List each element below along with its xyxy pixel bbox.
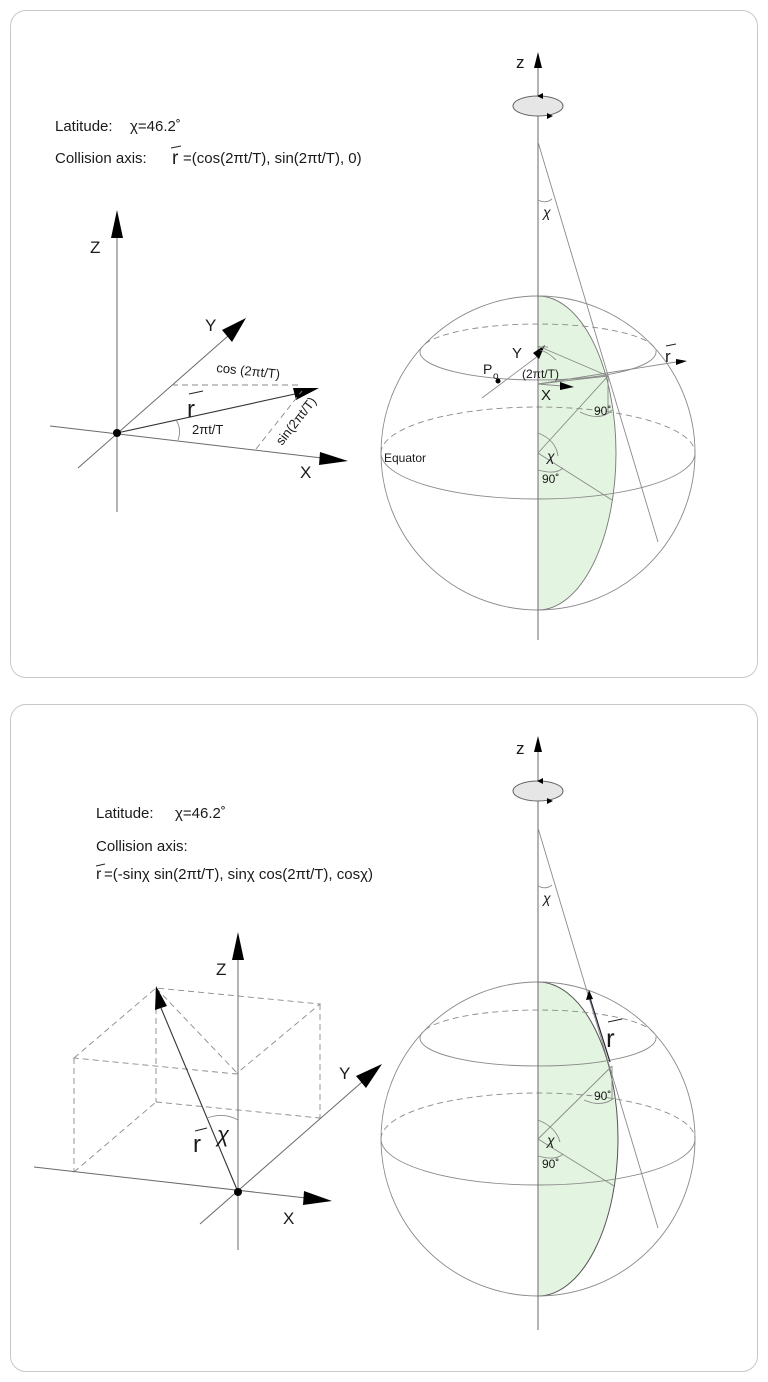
bottom-rotation-indicator bbox=[512, 780, 564, 802]
bottom-collision-r: r bbox=[96, 866, 102, 883]
bottom-axis-y: Y bbox=[339, 1064, 350, 1083]
equator-label: Equator bbox=[384, 451, 426, 465]
top-globe-r-label: r bbox=[665, 347, 671, 366]
bottom-axis-z: Z bbox=[216, 960, 226, 979]
globe-z-arrowhead bbox=[534, 52, 542, 68]
bottom-latitude-label: Latitude: bbox=[96, 805, 154, 822]
bottom-globe-green-region bbox=[537, 981, 619, 1297]
top-collision-label: Collision axis: bbox=[55, 150, 147, 167]
top-collision-formula: =(cos(2πt/T), sin(2πt/T), 0) bbox=[183, 150, 362, 167]
top-globe-po-sub: o bbox=[493, 371, 499, 382]
bottom-globe-z-label: z bbox=[516, 739, 525, 758]
bottom-panel bbox=[10, 704, 758, 1372]
bottom-collision-label: Collision axis: bbox=[96, 838, 188, 855]
bottom-globe: z χ r 90˚ χ 90˚ bbox=[380, 736, 696, 1330]
top-text-block: Latitude: χ=46.2˚ Collision axis: r =(co… bbox=[55, 118, 362, 169]
bottom-globe-r-label: r bbox=[606, 1023, 615, 1053]
top-globe-po-label: P bbox=[483, 361, 492, 377]
top-globe-90-lower: 90˚ bbox=[542, 472, 559, 486]
bottom-axis-x: X bbox=[283, 1209, 294, 1228]
top-latitude-value: χ=46.2˚ bbox=[130, 118, 181, 135]
bottom-globe-z-arrowhead bbox=[534, 736, 542, 752]
top-r-label: r bbox=[187, 396, 195, 423]
top-globe-chi-top: χ bbox=[541, 204, 551, 220]
top-panel bbox=[10, 10, 758, 678]
bottom-vec-chi: χ bbox=[215, 1122, 230, 1147]
bottom-origin-dot bbox=[234, 1188, 242, 1196]
top-axis-y: Y bbox=[205, 316, 216, 335]
origin-dot bbox=[113, 429, 121, 437]
x-arrowhead bbox=[319, 452, 348, 465]
bottom-z-arrowhead bbox=[232, 932, 244, 960]
bottom-collision-formula: =(-sinχ sin(2πt/T), sinχ cos(2πt/T), cos… bbox=[104, 866, 373, 883]
bottom-y-arrowhead bbox=[356, 1064, 382, 1088]
bottom-globe-90-upper: 90˚ bbox=[594, 1089, 611, 1103]
top-globe: z χ Y X r P o (2πt/T) 90˚ χ 90˚ Equator bbox=[380, 52, 696, 640]
bottom-globe-chi-top: χ bbox=[541, 890, 551, 906]
bottom-latitude-value: χ=46.2˚ bbox=[175, 805, 226, 822]
top-globe-y-label: Y bbox=[512, 345, 522, 362]
top-globe-x-label: X bbox=[541, 387, 551, 404]
top-globe-chi-label: χ bbox=[545, 448, 555, 464]
top-axis-z: Z bbox=[90, 238, 100, 257]
bottom-vec-r: r bbox=[193, 1131, 201, 1158]
top-latitude-label: Latitude: bbox=[55, 118, 113, 135]
cos-label: cos (2πt/T) bbox=[216, 360, 281, 382]
bottom-x-arrowhead bbox=[303, 1191, 332, 1205]
bottom-r-arrowhead bbox=[155, 986, 167, 1010]
top-collision-r: r bbox=[172, 148, 179, 169]
bottom-globe-90-lower: 90˚ bbox=[542, 1157, 559, 1171]
z-arrowhead bbox=[111, 210, 123, 238]
top-axis-x: X bbox=[300, 463, 311, 482]
top-globe-z-label: z bbox=[516, 53, 525, 72]
r-arrowhead bbox=[293, 388, 319, 400]
y-arrowhead bbox=[222, 318, 246, 342]
top-globe-90-upper: 90˚ bbox=[594, 404, 611, 418]
bottom-left-frame: Z Y X r χ bbox=[33, 932, 382, 1250]
top-globe-angle-label: (2πt/T) bbox=[522, 367, 559, 381]
bottom-globe-chi-label: χ bbox=[545, 1132, 555, 1148]
angle-label: 2πt/T bbox=[192, 422, 223, 437]
bottom-text-block: Latitude: χ=46.2˚ Collision axis: r =(-s… bbox=[95, 805, 373, 883]
